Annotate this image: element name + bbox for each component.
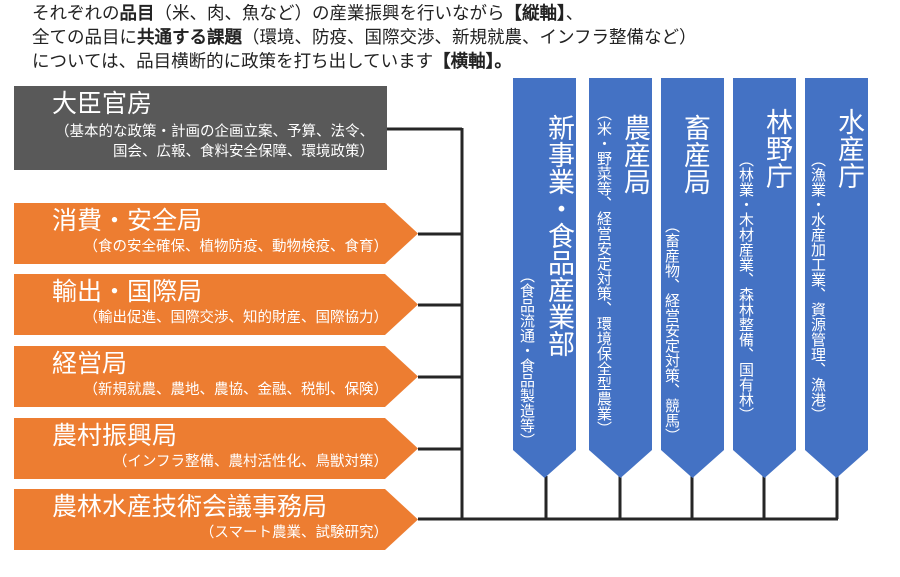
intro-line-3: については、品目横断的に政策を打ち出しています【横軸】。 <box>32 52 512 72</box>
bureau-title: 農産局 <box>619 114 650 195</box>
bureau-description: （漁業・水産加工業、資源管理、漁港） <box>809 152 827 422</box>
bureau-title: 経営局 <box>52 349 128 378</box>
bureau-description: （食の安全確保、植物防疫、動物検疫、食育） <box>83 239 389 255</box>
bureau-title: 林野庁 <box>761 108 792 189</box>
bureau-description: （食品流通・食品製造等） <box>518 268 536 448</box>
description-line: （基本的な政策・計画の企画立案、予算、法令、 <box>55 124 374 140</box>
bureau-management: 経営局 （新規就農、農地、農協、金融、税制、保険） <box>14 346 418 407</box>
intro-line-2: 全ての品目に共通する課題（環境、防疫、国際交渉、新規就農、インフラ整備など） <box>32 28 697 48</box>
bureau-description: （新規就農、農地、農協、金融、税制、保険） <box>83 382 389 398</box>
bureau-title: 農林水産技術会議事務局 <box>52 492 328 521</box>
bureau-title: 輸出・国際局 <box>52 277 203 306</box>
bureau-forestry-agency: 林野庁 （林業・木材産業、森林整備、国有林） <box>733 78 796 478</box>
bureau-description: （基本的な政策・計画の企画立案、予算、法令、国会、広報、食料安全保障、環境政策） <box>34 122 374 162</box>
intro-line-1: それぞれの品目（米、肉、魚など）の産業振興を行いながら【縦軸】、 <box>32 4 584 24</box>
bureau-export-international: 輸出・国際局 （輸出促進、国際交渉、知的財産、国際協力） <box>14 274 418 335</box>
bureau-title: 消費・安全局 <box>52 206 203 235</box>
bureau-description: （林業・木材産業、森林整備、国有林） <box>737 152 755 422</box>
bureau-title: 畜産局 <box>679 114 710 195</box>
bureau-agricultural-production: 農産局 （米・野菜等、経営安定対策、環境保全型農業） <box>589 78 652 478</box>
bureau-title: 水産庁 <box>833 108 864 189</box>
bureau-consumption-safety: 消費・安全局 （食の安全確保、植物防疫、動物検疫、食育） <box>14 203 418 264</box>
bureau-livestock: 畜産局 （畜産物、経営安定対策、競馬） <box>661 78 724 478</box>
bureau-fisheries-agency: 水産庁 （漁業・水産加工業、資源管理、漁港） <box>805 78 868 478</box>
bureau-description: （畜産物、経営安定対策、競馬） <box>663 218 681 443</box>
bureau-description: （インフラ整備、農村活性化、鳥獣対策） <box>112 454 388 470</box>
bureau-title: 大臣官房 <box>52 89 153 118</box>
bureau-description: （米・野菜等、経営安定対策、環境保全型農業） <box>595 106 613 436</box>
bureau-rural-development: 農村振興局 （インフラ整備、農村活性化、鳥獣対策） <box>14 418 418 479</box>
bureau-new-business-food-industry: 新事業・食品産業部 （食品流通・食品製造等） <box>513 78 576 478</box>
intro-text: それぞれの品目（米、肉、魚など）の産業振興を行いながら【縦軸】、 全ての品目に共… <box>32 2 696 74</box>
bureau-title: 新事業・食品産業部 <box>543 114 574 357</box>
bureau-technology-council: 農林水産技術会議事務局 （スマート農業、試験研究） <box>14 489 418 550</box>
bureau-description: （輸出促進、国際交渉、知的財産、国際協力） <box>83 310 389 326</box>
description-line: 国会、広報、食料安全保障、環境政策） <box>113 144 374 160</box>
bureau-description: （スマート農業、試験研究） <box>199 525 388 541</box>
bureau-minister-secretariat: 大臣官房 （基本的な政策・計画の企画立案、予算、法令、国会、広報、食料安全保障、… <box>14 86 387 170</box>
bureau-title: 農村振興局 <box>52 421 178 450</box>
